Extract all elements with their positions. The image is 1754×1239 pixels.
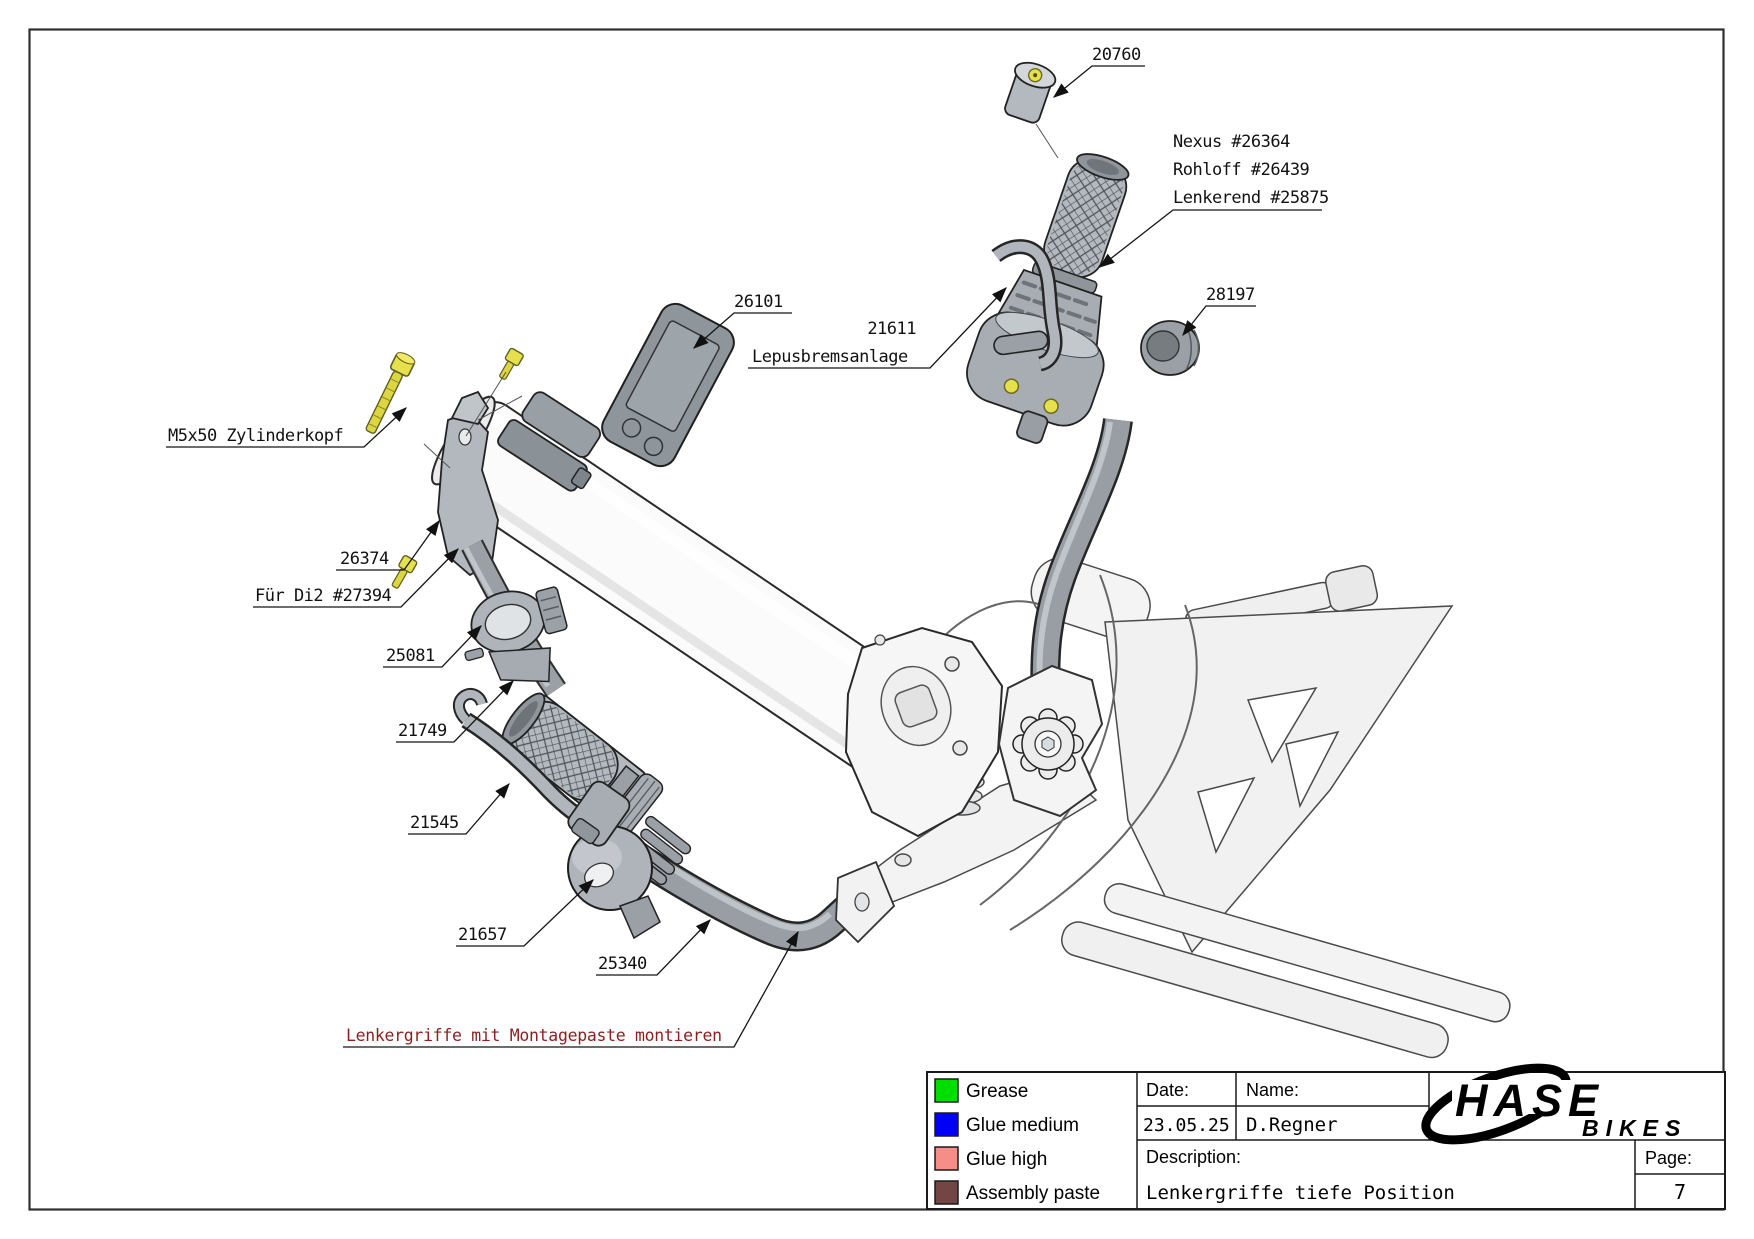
display-unit: [601, 302, 735, 468]
description-value: Lenkergriffe tiefe Position: [1146, 1182, 1455, 1204]
legend-label-grease: Grease: [966, 1081, 1028, 1102]
plug-axis-line: [1035, 123, 1059, 159]
part-label-25340: 25340: [598, 954, 647, 974]
handlebar-lower-bar: [631, 845, 896, 952]
legend-label-assembly-paste: Assembly paste: [966, 1183, 1100, 1204]
part-label-26101: 26101: [734, 292, 783, 312]
part-labels: 20760 Nexus #26364 Rohloff #26439 Lenker…: [168, 45, 1329, 1045]
leader-26374: [336, 519, 440, 571]
screw-m5x50: [365, 352, 416, 434]
name-label: Name:: [1246, 1080, 1299, 1100]
clamp-collar: [1140, 320, 1200, 376]
logo-text-hase: HASE: [1455, 1075, 1604, 1126]
bell: [567, 825, 661, 940]
legend-swatch-grease: [934, 1078, 959, 1103]
part-label-28197: 28197: [1206, 285, 1255, 305]
right-brake-lever: [991, 239, 1063, 372]
screw-axis-1: [423, 443, 451, 469]
leader-21545: [408, 783, 510, 835]
leader-26101: [693, 312, 792, 349]
bar-end-plug: [1004, 61, 1057, 124]
legend-label-glue-medium: Glue medium: [966, 1115, 1079, 1136]
date-label: Date:: [1146, 1080, 1189, 1100]
di2-bracket: [497, 391, 601, 492]
logo-swoosh: [1421, 1063, 1571, 1145]
page-label: Page:: [1645, 1148, 1692, 1168]
leader-lenkerend: [1098, 209, 1322, 268]
leader-m5x50: [166, 407, 407, 448]
part-label-lenkerend: Lenkerend #25875: [1173, 188, 1329, 208]
bracket-axis: [477, 395, 523, 421]
folding-clamp: [997, 664, 1104, 818]
leader-lines: [166, 65, 1322, 1048]
screw-small-top: [499, 347, 524, 380]
leader-28197: [1182, 305, 1256, 337]
part-label-20760: 20760: [1092, 45, 1141, 65]
description-label: Description:: [1146, 1147, 1241, 1167]
part-label-lepus: Lepusbremsanlage: [752, 347, 908, 367]
leader-20760: [1052, 65, 1145, 98]
legend-swatch-assembly-paste: [934, 1180, 959, 1205]
leader-21611: [748, 287, 1007, 369]
leader-di2: [253, 548, 459, 608]
legend: Grease Glue medium Glue high Assembly pa…: [934, 1078, 1100, 1205]
logo-text-bikes: BIKES: [1582, 1115, 1687, 1141]
page-border: [28, 28, 1725, 1211]
left-brake-lever: [453, 688, 631, 847]
left-brake-mount-arm: [437, 390, 499, 577]
part-label-21657: 21657: [458, 925, 507, 945]
leader-25340: [596, 919, 711, 976]
handlebar-right-riser: [1030, 417, 1133, 709]
legend-swatch-glue-high: [934, 1146, 959, 1171]
date-value: 23.05.25: [1143, 1115, 1230, 1136]
leader-21749: [396, 680, 514, 743]
leader-21657: [456, 879, 594, 947]
assembly-note: Lenkergriffe mit Montagepaste montieren: [346, 1026, 722, 1045]
leader-25081: [383, 625, 482, 668]
part-label-m5x50: M5x50 Zylinderkopf: [168, 426, 343, 446]
name-value: D.Regner: [1246, 1114, 1338, 1136]
part-label-26374: 26374: [340, 549, 389, 569]
part-label-21545: 21545: [410, 813, 459, 833]
part-label-25081: 25081: [386, 646, 435, 666]
part-label-21611: 21611: [867, 319, 916, 339]
part-label-rohloff: Rohloff #26439: [1173, 160, 1310, 180]
leader-note: [343, 930, 799, 1048]
screw-axis-2: [465, 371, 507, 437]
brand-logo: HASE BIKES: [1421, 1063, 1702, 1145]
part-label-nexus: Nexus #26364: [1173, 132, 1290, 152]
clamp-knob: [1012, 708, 1084, 780]
screw-small-bottom: [391, 554, 418, 589]
part-label-di2: Für Di2 #27394: [255, 586, 392, 606]
shifter-clamp-ring: [464, 586, 568, 683]
right-grip-assembly: [966, 153, 1130, 444]
legend-label-glue-high: Glue high: [966, 1149, 1047, 1170]
page-value: 7: [1674, 1180, 1686, 1204]
legend-swatch-glue-medium: [934, 1112, 959, 1137]
part-label-21749: 21749: [398, 721, 447, 741]
title-block: Grease Glue medium Glue high Assembly pa…: [926, 1063, 1726, 1210]
